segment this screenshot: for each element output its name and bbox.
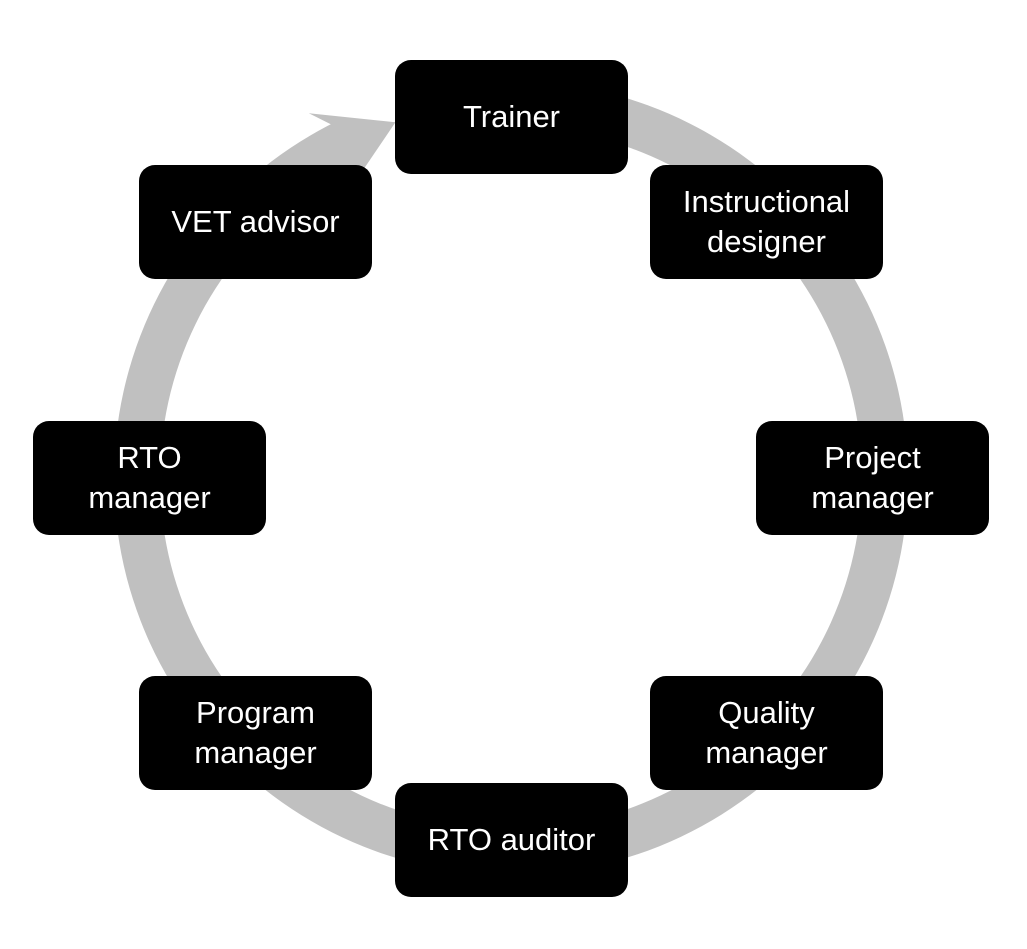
node-project-manager: Project manager (756, 421, 989, 535)
node-rto-manager: RTO manager (33, 421, 266, 535)
node-instructional-designer: Instructional designer (650, 165, 883, 279)
node-program-manager: Program manager (139, 676, 372, 790)
node-rto-auditor: RTO auditor (395, 783, 628, 897)
node-vet-advisor: VET advisor (139, 165, 372, 279)
node-trainer: Trainer (395, 60, 628, 174)
node-quality-manager: Quality manager (650, 676, 883, 790)
